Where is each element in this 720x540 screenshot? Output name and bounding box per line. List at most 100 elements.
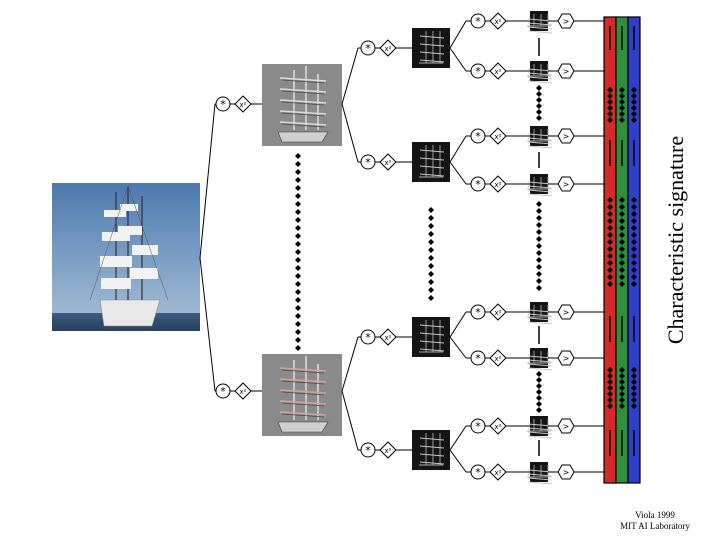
response-yard	[419, 149, 445, 153]
dot-mark	[536, 236, 542, 242]
downsample-symbol: >	[563, 422, 570, 431]
dot-mark	[428, 255, 434, 261]
dot-mark	[295, 257, 301, 263]
dot-mark	[619, 218, 625, 224]
dot-mark	[631, 267, 637, 273]
dot-mark	[619, 204, 625, 210]
response-yard	[419, 453, 445, 457]
dot-mark	[619, 403, 625, 409]
dot-mark	[607, 253, 613, 259]
dot-mark	[295, 161, 301, 167]
response-yard	[419, 35, 445, 39]
diagram-body: *x²*x²*x²*x²*x²*x²*x²>*x²>*x²>*x²>*x²>*x…	[199, 11, 641, 485]
response-yard	[419, 59, 445, 63]
dot-mark	[536, 215, 542, 221]
response-image	[527, 462, 553, 485]
dot-mark	[536, 395, 542, 401]
response-yard	[419, 165, 445, 169]
dot-mark	[607, 239, 613, 245]
response-yard	[527, 72, 553, 76]
convolve-symbol: *	[475, 130, 481, 143]
square-op	[489, 12, 507, 30]
response-image	[527, 302, 553, 325]
dot-mark	[631, 367, 637, 373]
filtered-image	[262, 354, 342, 436]
dot-mark	[536, 201, 542, 207]
emboss-hull	[277, 421, 329, 433]
emboss-shadow	[281, 413, 325, 418]
dot-mark	[428, 207, 434, 213]
dot-mark	[536, 389, 542, 395]
response-yard	[527, 359, 553, 363]
level3-dots-b	[536, 201, 542, 291]
convolve-op	[215, 383, 231, 399]
dot-mark	[295, 193, 301, 199]
emboss-shadow	[281, 123, 325, 128]
square-op	[234, 95, 252, 113]
response-yard	[527, 137, 553, 141]
response-image	[412, 430, 450, 470]
dot-mark	[607, 373, 613, 379]
emboss-yard	[279, 77, 327, 82]
downsample-symbol: >	[563, 132, 570, 141]
response-image	[527, 61, 553, 84]
dot-mark	[631, 239, 637, 245]
dot-mark	[619, 232, 625, 238]
connector-line	[341, 103, 359, 163]
emboss-shadow	[281, 369, 325, 374]
downsample-symbol: >	[563, 354, 570, 363]
square-symbol: x²	[240, 101, 247, 109]
dot-mark	[536, 243, 542, 249]
convolve-op	[470, 128, 486, 144]
dot-mark	[619, 99, 625, 105]
dot-mark	[619, 211, 625, 217]
dot-mark	[631, 211, 637, 217]
dot-mark	[607, 274, 613, 280]
square-op	[379, 39, 397, 57]
response-image	[412, 142, 450, 182]
convolve-symbol: *	[475, 352, 481, 365]
connector-line	[341, 390, 359, 451]
convolve-symbol: *	[475, 178, 481, 191]
response-yard	[527, 435, 553, 439]
square-op	[489, 303, 507, 321]
emboss-yard	[279, 88, 327, 93]
response-yard	[527, 80, 553, 84]
convolve-op	[360, 329, 376, 345]
dot-mark	[619, 246, 625, 252]
emboss-shadow	[281, 112, 325, 117]
dot-mark	[295, 241, 301, 247]
dot-mark	[607, 397, 613, 403]
dot-mark	[536, 250, 542, 256]
dot-mark	[631, 197, 637, 203]
response-image-bg	[412, 430, 450, 470]
dot-mark	[619, 385, 625, 391]
emboss-shadow	[281, 79, 325, 84]
response-yard	[527, 427, 553, 431]
dot-mark	[607, 403, 613, 409]
emboss-shadow	[281, 391, 325, 396]
dot-mark	[536, 109, 542, 115]
dot-mark	[607, 391, 613, 397]
dot-mark	[295, 249, 301, 255]
emboss-yard	[279, 99, 327, 104]
dot-mark	[619, 197, 625, 203]
convolve-symbol: *	[475, 15, 481, 28]
dot-mark	[607, 204, 613, 210]
dot-mark	[631, 99, 637, 105]
dot-mark	[619, 225, 625, 231]
response-yard	[527, 141, 553, 145]
signature-dots	[607, 87, 613, 123]
square-op	[379, 328, 397, 346]
emboss-shadow	[281, 380, 325, 385]
response-yard	[527, 26, 553, 30]
convolve-op	[470, 63, 486, 79]
dot-mark	[536, 97, 542, 103]
dot-mark	[619, 239, 625, 245]
downsample-symbol: >	[563, 17, 570, 26]
dot-mark	[631, 232, 637, 238]
emboss-yard	[279, 411, 327, 416]
emboss-yard	[279, 367, 327, 372]
dot-mark	[607, 246, 613, 252]
